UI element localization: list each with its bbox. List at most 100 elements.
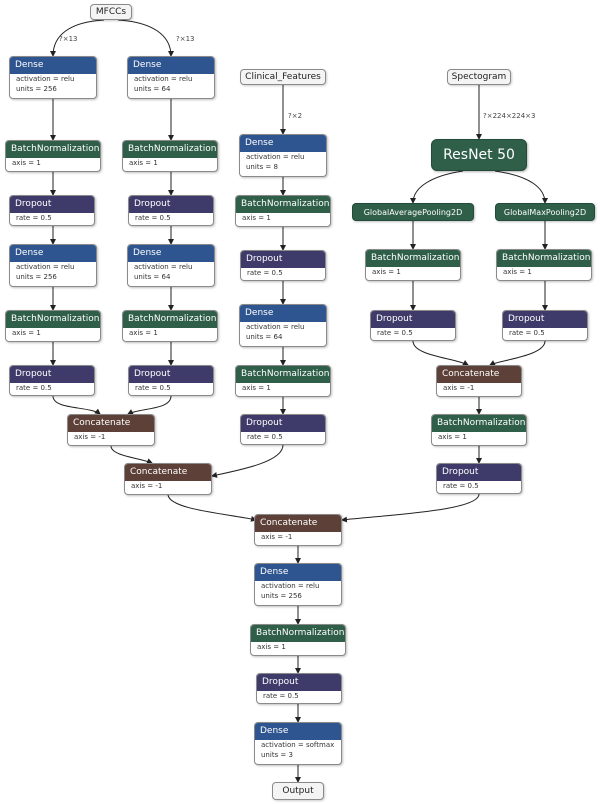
concatenate-header: Concatenate xyxy=(125,464,211,481)
concatenate-header: Concatenate xyxy=(255,515,341,532)
param: axis = 1 xyxy=(438,433,467,441)
param: rate = 0.5 xyxy=(509,329,545,337)
edge-arrow xyxy=(127,395,172,415)
dropout-header: Dropout xyxy=(371,311,455,328)
param: activation = relu xyxy=(246,153,305,161)
param: activation = relu xyxy=(134,263,193,271)
param: axis = 1 xyxy=(372,268,401,276)
edge-arrow xyxy=(410,170,464,204)
batchnorm-node: BatchNormalization axis = 1 xyxy=(431,414,527,446)
batchnorm-header: BatchNormalization xyxy=(366,250,460,267)
batchnorm-node: BatchNormalization axis = 1 xyxy=(122,310,218,342)
concatenate-header: Concatenate xyxy=(68,415,154,432)
dense-node: Dense activation = relu units = 64 xyxy=(127,56,215,99)
param: rate = 0.5 xyxy=(263,692,299,700)
param: activation = relu xyxy=(16,75,75,83)
param: rate = 0.5 xyxy=(16,384,52,392)
param: units = 256 xyxy=(16,273,57,281)
param: axis = -1 xyxy=(261,533,293,541)
param: rate = 0.5 xyxy=(135,214,171,222)
dropout-node: Dropout rate = 0.5 xyxy=(502,310,588,341)
dropout-header: Dropout xyxy=(129,366,213,383)
param: activation = softmax xyxy=(261,741,335,749)
edge-label-mfcc-left: ?×13 xyxy=(59,35,78,43)
dense-header: Dense xyxy=(255,723,341,740)
edge-arrow xyxy=(110,445,153,464)
dropout-node: Dropout rate = 0.5 xyxy=(240,414,326,445)
batchnorm-node: BatchNormalization axis = 1 xyxy=(496,249,592,281)
batchnorm-node: BatchNormalization axis = 1 xyxy=(122,140,218,172)
batchnorm-node: BatchNormalization axis = 1 xyxy=(5,140,101,172)
dropout-node: Dropout rate = 0.5 xyxy=(128,365,214,396)
param: rate = 0.5 xyxy=(16,214,52,222)
edge-arrow xyxy=(52,395,101,415)
batchnorm-node: BatchNormalization axis = 1 xyxy=(250,624,346,656)
batchnorm-header: BatchNormalization xyxy=(123,141,217,158)
param: rate = 0.5 xyxy=(377,329,413,337)
dense-header: Dense xyxy=(128,57,214,74)
dense-header: Dense xyxy=(240,135,326,152)
batchnorm-header: BatchNormalization xyxy=(432,415,526,432)
global-max-pooling-node: GlobalMaxPooling2D xyxy=(495,203,595,221)
dense-header: Dense xyxy=(255,564,341,581)
param: axis = -1 xyxy=(131,482,163,490)
dropout-node: Dropout rate = 0.5 xyxy=(436,463,522,494)
param: axis = 1 xyxy=(129,159,158,167)
edge-label-mfcc-right: ?×13 xyxy=(176,35,195,43)
batchnorm-node: BatchNormalization axis = 1 xyxy=(365,249,461,281)
edge-arrow xyxy=(211,444,284,478)
dense-node: Dense activation = relu units = 256 xyxy=(9,244,97,287)
dropout-header: Dropout xyxy=(10,196,94,213)
batchnorm-header: BatchNormalization xyxy=(251,625,345,642)
edge-arrow xyxy=(50,19,105,57)
dense-header: Dense xyxy=(128,245,214,262)
dropout-header: Dropout xyxy=(10,366,94,383)
dense-header: Dense xyxy=(10,245,96,262)
param: activation = relu xyxy=(134,75,193,83)
param: units = 3 xyxy=(261,751,293,759)
dense-header: Dense xyxy=(10,57,96,74)
batchnorm-header: BatchNormalization xyxy=(497,250,591,267)
dense-node: Dense activation = relu units = 256 xyxy=(9,56,97,99)
dense-header: Dense xyxy=(240,305,326,322)
concatenate-header: Concatenate xyxy=(437,366,521,383)
dropout-node: Dropout rate = 0.5 xyxy=(240,250,326,281)
param: rate = 0.5 xyxy=(135,384,171,392)
batchnorm-node: BatchNormalization axis = 1 xyxy=(235,365,331,397)
param: units = 64 xyxy=(246,333,283,341)
param: units = 256 xyxy=(261,592,302,600)
dropout-header: Dropout xyxy=(503,311,587,328)
dense-node: Dense activation = relu units = 256 xyxy=(254,563,342,606)
global-average-pooling-node: GlobalAveragePooling2D xyxy=(352,203,474,221)
param: axis = 1 xyxy=(129,329,158,337)
spectogram-input: Spectogram xyxy=(447,69,511,85)
dropout-header: Dropout xyxy=(437,464,521,481)
dense-node: Dense activation = relu units = 64 xyxy=(127,244,215,287)
clinical-features-input: Clinical_Features xyxy=(240,69,326,85)
param: axis = 1 xyxy=(12,329,41,337)
dropout-header: Dropout xyxy=(129,196,213,213)
param: units = 256 xyxy=(16,85,57,93)
param: units = 64 xyxy=(134,85,171,93)
param: axis = -1 xyxy=(443,384,475,392)
dropout-node: Dropout rate = 0.5 xyxy=(9,195,95,226)
dense-node: Dense activation = relu units = 8 xyxy=(239,134,327,177)
param: activation = relu xyxy=(261,582,320,590)
param: axis = 1 xyxy=(242,214,271,222)
edge-arrow xyxy=(117,19,174,57)
concatenate-node: Concatenate axis = -1 xyxy=(254,514,342,546)
dense-node: Dense activation = softmax units = 3 xyxy=(254,722,342,765)
dropout-header: Dropout xyxy=(241,415,325,432)
dense-node: Dense activation = relu units = 64 xyxy=(239,304,327,347)
dropout-node: Dropout rate = 0.5 xyxy=(370,310,456,341)
batchnorm-header: BatchNormalization xyxy=(6,141,100,158)
edge-arrow xyxy=(412,340,469,366)
resnet50-node: ResNet 50 xyxy=(431,139,527,171)
edge-label-clinical: ?×2 xyxy=(288,112,303,120)
dropout-node: Dropout rate = 0.5 xyxy=(256,673,342,704)
dropout-node: Dropout rate = 0.5 xyxy=(128,195,214,226)
dropout-node: Dropout rate = 0.5 xyxy=(9,365,95,396)
param: axis = 1 xyxy=(12,159,41,167)
